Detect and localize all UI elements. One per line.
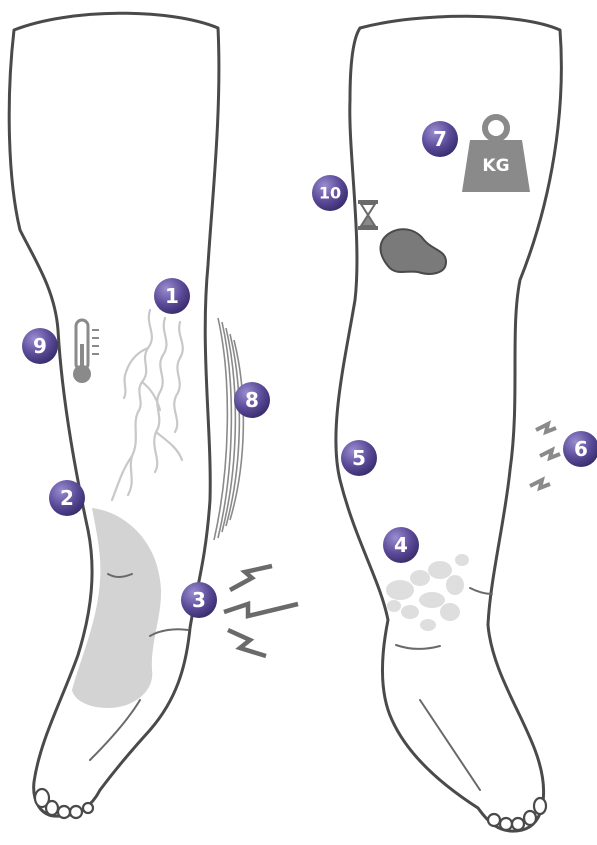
badge-3: 3 — [181, 582, 217, 618]
badge-4: 4 — [383, 527, 419, 563]
badge-6: 6 — [563, 431, 597, 467]
badge-10: 10 — [312, 175, 348, 211]
badge-7-label: 7 — [433, 127, 447, 151]
badge-7: 7 — [422, 121, 458, 157]
badge-4-label: 4 — [394, 533, 408, 557]
lightning-icon — [224, 566, 298, 656]
badge-2-label: 2 — [60, 486, 74, 510]
badge-3-label: 3 — [192, 588, 206, 612]
badge-9: 9 — [22, 328, 58, 364]
badge-2: 2 — [49, 480, 85, 516]
small-lightning-icon — [530, 424, 560, 488]
weight-label: KG — [482, 156, 509, 176]
badge-5-label: 5 — [352, 446, 366, 470]
badge-9-label: 9 — [33, 334, 47, 358]
badge-8: 8 — [234, 382, 270, 418]
pain-arcs — [214, 318, 243, 540]
badge-1: 1 — [154, 278, 190, 314]
badge-8-label: 8 — [245, 388, 259, 412]
badge-6-label: 6 — [574, 437, 588, 461]
badge-1-label: 1 — [165, 284, 179, 308]
badge-10-label: 10 — [319, 184, 341, 203]
badge-5: 5 — [341, 440, 377, 476]
